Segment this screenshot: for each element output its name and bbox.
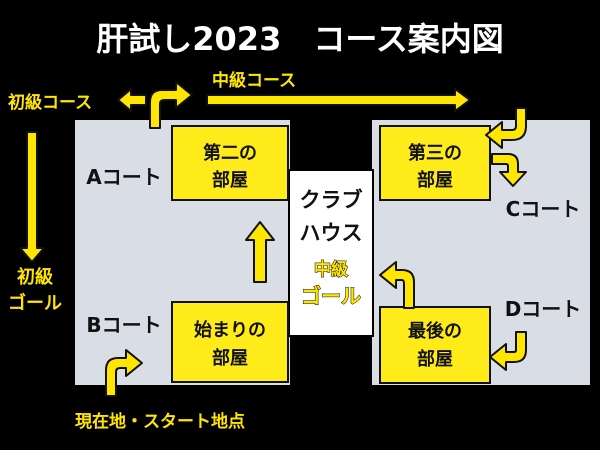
intermediate-goal-label-line1: 中級	[314, 259, 348, 280]
room-second-label-line2: 部屋	[212, 169, 248, 191]
page-title: 肝試し2023 コース案内図	[96, 20, 503, 58]
court-c-label: Cコート	[506, 197, 581, 221]
current-location-label: 現在地・スタート地点	[75, 411, 245, 432]
room-last	[379, 306, 491, 384]
intermediate-course-label: 中級コース	[212, 70, 296, 91]
room-last-label-line2: 部屋	[417, 348, 453, 370]
hook-arrow-top-left	[149, 81, 193, 129]
beginner-course-label: 初級コース	[8, 92, 92, 113]
beginner-course-left-arrow	[117, 88, 147, 112]
clubhouse	[288, 169, 374, 337]
room-third	[379, 125, 491, 201]
hook-arrow-d-court	[489, 331, 527, 371]
hook-arrow-top-right	[485, 107, 527, 149]
room-second	[171, 125, 289, 201]
room-start-label-line1: 始まりの	[194, 319, 266, 341]
court-d-label: Dコート	[505, 297, 582, 321]
room-second-label-line1: 第二の	[203, 142, 257, 164]
room-third-label-line1: 第三の	[408, 142, 462, 164]
hook-arrow-to-clubhouse	[379, 261, 415, 309]
beginner-goal-label-line2: ゴール	[8, 292, 62, 314]
beginner-goal-label-line1: 初級	[17, 266, 53, 288]
room-start	[171, 301, 289, 383]
down-arrow-c-court	[491, 153, 527, 187]
beginner-goal-down-arrow	[19, 131, 45, 263]
intermediate-course-right-arrow	[206, 88, 471, 112]
room-third-label-line2: 部屋	[417, 169, 453, 191]
court-b-label: Bコート	[86, 313, 161, 337]
court-a-label: Aコート	[86, 165, 161, 189]
room-last-label-line1: 最後の	[408, 320, 462, 342]
clubhouse-label-line1: クラブ	[300, 188, 363, 212]
intermediate-goal-label-line2: ゴール	[301, 284, 361, 308]
clubhouse-label-line2: ハウス	[300, 221, 363, 245]
up-arrow-center	[245, 221, 275, 283]
room-start-label-line2: 部屋	[212, 347, 248, 369]
start-arrow	[105, 349, 143, 397]
